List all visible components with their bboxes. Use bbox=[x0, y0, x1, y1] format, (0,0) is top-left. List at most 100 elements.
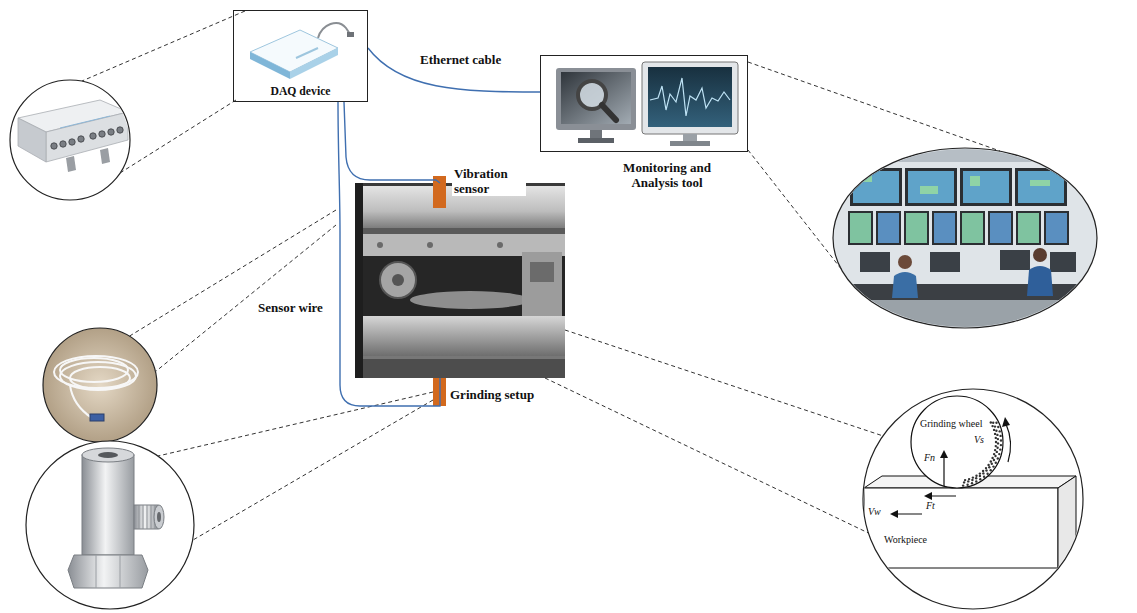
grit-dot bbox=[975, 477, 977, 479]
accelerometer-picture bbox=[139, 505, 155, 529]
grit-dot bbox=[982, 472, 984, 474]
grinding-schematic bbox=[924, 492, 932, 500]
grit-dot bbox=[972, 476, 974, 478]
grit-dot bbox=[999, 430, 1001, 432]
grit-dot bbox=[979, 472, 981, 474]
control-room-picture bbox=[876, 211, 901, 245]
grit-dot bbox=[986, 473, 988, 475]
grinding-machine-photo bbox=[355, 183, 565, 378]
monitor-picture bbox=[602, 105, 616, 120]
control-room-picture bbox=[1030, 180, 1050, 186]
grit-dot bbox=[1000, 439, 1002, 441]
accelerometer-picture bbox=[120, 555, 121, 588]
control-room-picture bbox=[990, 213, 1011, 243]
grit-dot bbox=[991, 457, 993, 459]
grit-dot bbox=[971, 479, 973, 481]
control-room-picture bbox=[1033, 248, 1047, 262]
grit-dot bbox=[991, 425, 993, 427]
control-room-picture bbox=[905, 168, 957, 206]
grit-dot bbox=[982, 470, 984, 472]
control-room-picture bbox=[962, 213, 983, 243]
accelerometer-picture bbox=[139, 505, 140, 529]
grit-dot bbox=[999, 435, 1001, 437]
daq-hardware-picture bbox=[51, 127, 123, 149]
control-room-picture bbox=[878, 213, 899, 243]
control-room-picture bbox=[960, 211, 985, 245]
grinding-machine-photo bbox=[355, 183, 565, 378]
control-room-picture bbox=[833, 148, 1097, 330]
monitor-picture bbox=[648, 67, 732, 127]
monitor-picture bbox=[670, 141, 710, 146]
monitor-picture bbox=[642, 62, 738, 134]
control-room-picture bbox=[1046, 213, 1067, 243]
callout-leader bbox=[82, 11, 1000, 540]
control-room-picture bbox=[1018, 213, 1039, 243]
control-room-picture bbox=[850, 168, 902, 206]
control-room-picture bbox=[1016, 211, 1041, 245]
control-room-picture bbox=[833, 300, 1097, 330]
grit-dot bbox=[994, 455, 996, 457]
daq-hardware-picture bbox=[10, 80, 130, 200]
grinding-machine-photo bbox=[355, 316, 565, 356]
accelerometer-picture bbox=[26, 441, 194, 609]
force-symbol: Fn bbox=[924, 452, 935, 464]
grinding-schematic bbox=[1002, 417, 1010, 427]
daq-hardware-picture bbox=[18, 100, 128, 172]
callout-leader bbox=[565, 330, 883, 436]
vibration-sensor-symbol bbox=[433, 176, 446, 208]
daq-hardware-picture bbox=[69, 139, 75, 145]
grit-dot bbox=[993, 429, 995, 431]
grit-dot bbox=[975, 475, 977, 477]
accelerometer-picture bbox=[151, 505, 152, 529]
grinding-schematic bbox=[940, 450, 948, 458]
control-room-picture bbox=[960, 168, 1012, 206]
cable-wire bbox=[368, 48, 540, 92]
monitor-picture bbox=[578, 138, 614, 143]
grit-dot bbox=[992, 465, 994, 467]
grinding-schematic bbox=[864, 396, 1076, 568]
daq-hardware-picture bbox=[66, 156, 76, 172]
grit-dots bbox=[962, 421, 1002, 487]
grit-dot bbox=[1000, 444, 1002, 446]
daq-hardware-picture bbox=[108, 129, 114, 135]
callout-leader bbox=[748, 150, 842, 270]
control-room-picture bbox=[853, 171, 899, 203]
speed-symbol: Vs bbox=[974, 434, 984, 446]
grit-dot bbox=[990, 421, 992, 423]
node-label: Grinding setup bbox=[450, 387, 534, 402]
grit-dot bbox=[999, 448, 1001, 450]
grinding-machine-photo bbox=[355, 356, 565, 378]
control-room-picture bbox=[1015, 168, 1067, 206]
daq-hardware-picture bbox=[90, 133, 96, 139]
accelerometer-picture bbox=[157, 512, 161, 522]
accelerometer-picture bbox=[96, 555, 97, 588]
callout-leader bbox=[82, 11, 245, 81]
grinding-schematic bbox=[911, 396, 1003, 488]
grit-dot bbox=[985, 469, 987, 471]
cable-picture bbox=[43, 328, 157, 442]
grinding-machine-photo bbox=[355, 228, 565, 234]
daq-hardware-picture bbox=[60, 141, 66, 147]
callout-leader bbox=[155, 225, 336, 372]
grit-dot bbox=[996, 447, 998, 449]
grit-dot bbox=[964, 479, 966, 481]
schematic-label: Grinding wheel bbox=[920, 418, 983, 430]
grinding-machine-photo bbox=[497, 242, 503, 248]
accelerometer-picture bbox=[68, 555, 148, 588]
grinding-machine-photo bbox=[427, 242, 433, 248]
grinding-machine-photo bbox=[522, 252, 562, 316]
daq-device-picture bbox=[296, 48, 318, 58]
control-room-picture bbox=[904, 211, 929, 245]
grit-dot bbox=[994, 433, 996, 435]
grit-dot bbox=[997, 442, 999, 444]
cable-picture bbox=[70, 367, 130, 389]
daq-hardware-picture bbox=[18, 118, 46, 162]
wire-label: Sensor wire bbox=[258, 300, 323, 315]
grinding-schematic bbox=[864, 488, 1058, 568]
grit-dot bbox=[994, 425, 996, 427]
grit-dot bbox=[994, 449, 996, 451]
grit-dot bbox=[995, 445, 997, 447]
daq-hardware-picture bbox=[46, 112, 128, 162]
grit-dot bbox=[995, 441, 997, 443]
